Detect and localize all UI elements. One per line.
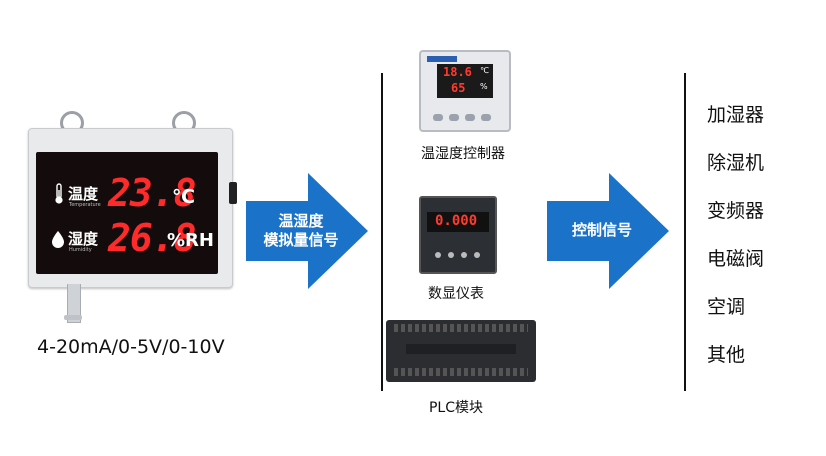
controller-button-1 bbox=[433, 114, 443, 121]
output-item-other: 其他 bbox=[707, 344, 746, 366]
control-signal-arrow bbox=[547, 173, 669, 289]
analog-signal-label: 温湿度 模拟量信号 bbox=[246, 212, 356, 250]
sensor-cable-gland bbox=[229, 182, 237, 204]
meter-button-2 bbox=[448, 252, 454, 258]
meter-label: 数显仪表 bbox=[428, 286, 484, 302]
controller-image: 18.6 ℃ 65 % bbox=[419, 50, 511, 132]
temperature-label: 温度 bbox=[68, 185, 99, 203]
control-signal-label: 控制信号 bbox=[571, 221, 632, 239]
sensor-display: 温度 Temperature 23.8 ℃ 湿度 Humidity 26.8 %… bbox=[36, 152, 218, 274]
plc-status-leds bbox=[406, 344, 516, 354]
humidity-value: 26.8 bbox=[108, 216, 197, 260]
meter-display: 0.000 bbox=[427, 212, 489, 232]
plc-module-image bbox=[386, 320, 536, 382]
thermometer-icon bbox=[55, 183, 63, 204]
controller-reading-1: 18.6 bbox=[443, 65, 472, 79]
controller-unit-2: % bbox=[480, 82, 488, 91]
humidity-unit: %RH bbox=[167, 230, 214, 251]
digital-meter-image: 0.000 bbox=[419, 196, 497, 274]
controller-button-4 bbox=[481, 114, 491, 121]
meter-reading: 0.000 bbox=[435, 213, 478, 229]
sensor-probe bbox=[67, 284, 81, 323]
output-item-inverter: 变频器 bbox=[707, 200, 765, 222]
analog-signal-label-line2: 模拟量信号 bbox=[263, 231, 339, 249]
controller-brand-strip bbox=[427, 56, 457, 62]
humidity-label: 湿度 bbox=[68, 230, 99, 248]
output-item-dehumidifier: 除湿机 bbox=[707, 152, 765, 174]
sensor-probe-tip bbox=[64, 315, 82, 320]
controller-unit-1: ℃ bbox=[480, 66, 489, 75]
output-item-air-conditioner: 空调 bbox=[707, 296, 746, 318]
meter-button-3 bbox=[461, 252, 467, 258]
output-item-solenoid-valve: 电磁阀 bbox=[707, 248, 765, 270]
output-item-humidifier: 加湿器 bbox=[707, 104, 765, 126]
controller-label: 温湿度控制器 bbox=[421, 146, 505, 162]
water-drop-icon bbox=[52, 231, 64, 248]
controller-display: 18.6 ℃ 65 % bbox=[437, 64, 493, 98]
temperature-value: 23.8 bbox=[108, 171, 197, 215]
controller-reading-2: 65 bbox=[451, 81, 466, 95]
plc-top-terminals bbox=[394, 324, 528, 332]
divider-right bbox=[684, 73, 686, 391]
meter-button-1 bbox=[435, 252, 441, 258]
humidity-sublabel: Humidity bbox=[69, 247, 92, 253]
temperature-unit: ℃ bbox=[172, 186, 196, 208]
plc-label: PLC模块 bbox=[428, 400, 484, 416]
controller-button-3 bbox=[465, 114, 475, 121]
temperature-sublabel: Temperature bbox=[69, 202, 101, 208]
meter-button-4 bbox=[474, 252, 480, 258]
controller-button-2 bbox=[449, 114, 459, 121]
output-signal-range: 4-20mA/0-5V/0-10V bbox=[37, 336, 225, 358]
analog-signal-label-line1: 温湿度 bbox=[278, 212, 324, 230]
plc-bottom-terminals bbox=[394, 368, 528, 376]
analog-signal-arrow bbox=[246, 173, 368, 289]
divider-left bbox=[381, 73, 383, 391]
